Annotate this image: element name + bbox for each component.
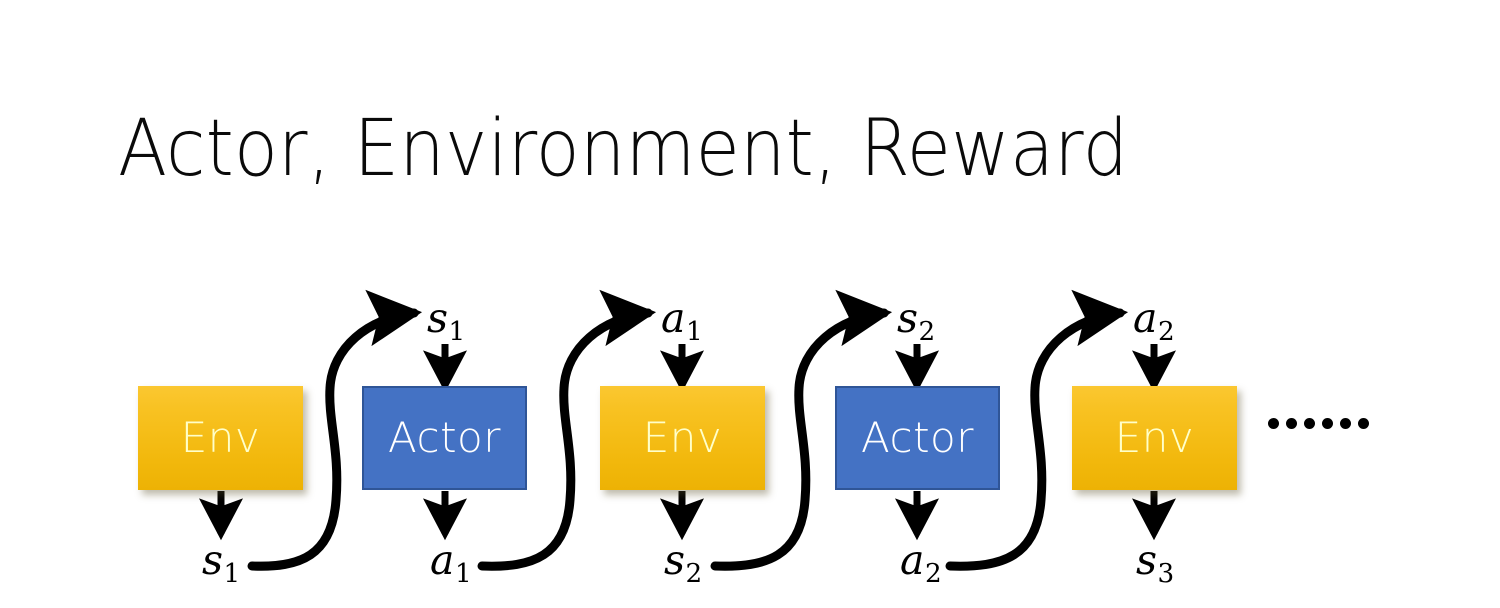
label-bottom-s1: s1 [202, 540, 240, 587]
label-top-s1-symbol: s [427, 294, 449, 342]
ellipsis-dot [1268, 418, 1279, 429]
label-bottom-a2-symbol: a [900, 536, 925, 584]
ellipsis-dot [1322, 418, 1333, 429]
label-top-a2-symbol: a [1133, 294, 1158, 342]
label-bottom-s2: s2 [664, 540, 702, 587]
node-env-1[interactable]: Env [138, 386, 303, 490]
label-bottom-s2-subscript: 2 [685, 558, 703, 589]
label-bottom-s3-subscript: 3 [1157, 558, 1175, 589]
page-title: Actor, Environment, Reward [118, 104, 1129, 194]
label-top-s2-subscript: 2 [918, 316, 936, 347]
label-top-s1-subscript: 1 [448, 316, 466, 347]
label-top-a2: a2 [1133, 298, 1175, 345]
node-actor-2[interactable]: Actor [835, 386, 1000, 490]
label-top-a1-subscript: 1 [685, 316, 703, 347]
label-bottom-s1-symbol: s [202, 536, 224, 584]
label-top-s2: s2 [897, 298, 935, 345]
label-bottom-a1-subscript: 1 [454, 558, 472, 589]
node-env-3[interactable]: Env [1072, 386, 1237, 490]
sequence-ellipsis [1268, 418, 1369, 429]
label-top-a1-symbol: a [661, 294, 686, 342]
label-bottom-a1: a1 [430, 540, 472, 587]
ellipsis-dot [1286, 418, 1297, 429]
label-top-s1: s1 [427, 298, 465, 345]
ellipsis-dot [1358, 418, 1369, 429]
label-bottom-s3: s3 [1136, 540, 1174, 587]
label-bottom-s2-symbol: s [664, 536, 686, 584]
label-top-a2-subscript: 2 [1157, 316, 1175, 347]
node-env-2[interactable]: Env [600, 386, 765, 490]
ellipsis-dot [1304, 418, 1315, 429]
label-bottom-s1-subscript: 1 [223, 558, 241, 589]
label-bottom-a2: a2 [900, 540, 942, 587]
label-top-a1: a1 [661, 298, 703, 345]
node-actor-1[interactable]: Actor [362, 386, 527, 490]
label-bottom-s3-symbol: s [1136, 536, 1158, 584]
label-bottom-a2-subscript: 2 [924, 558, 942, 589]
label-top-s2-symbol: s [897, 294, 919, 342]
label-bottom-a1-symbol: a [430, 536, 455, 584]
ellipsis-dot [1340, 418, 1351, 429]
